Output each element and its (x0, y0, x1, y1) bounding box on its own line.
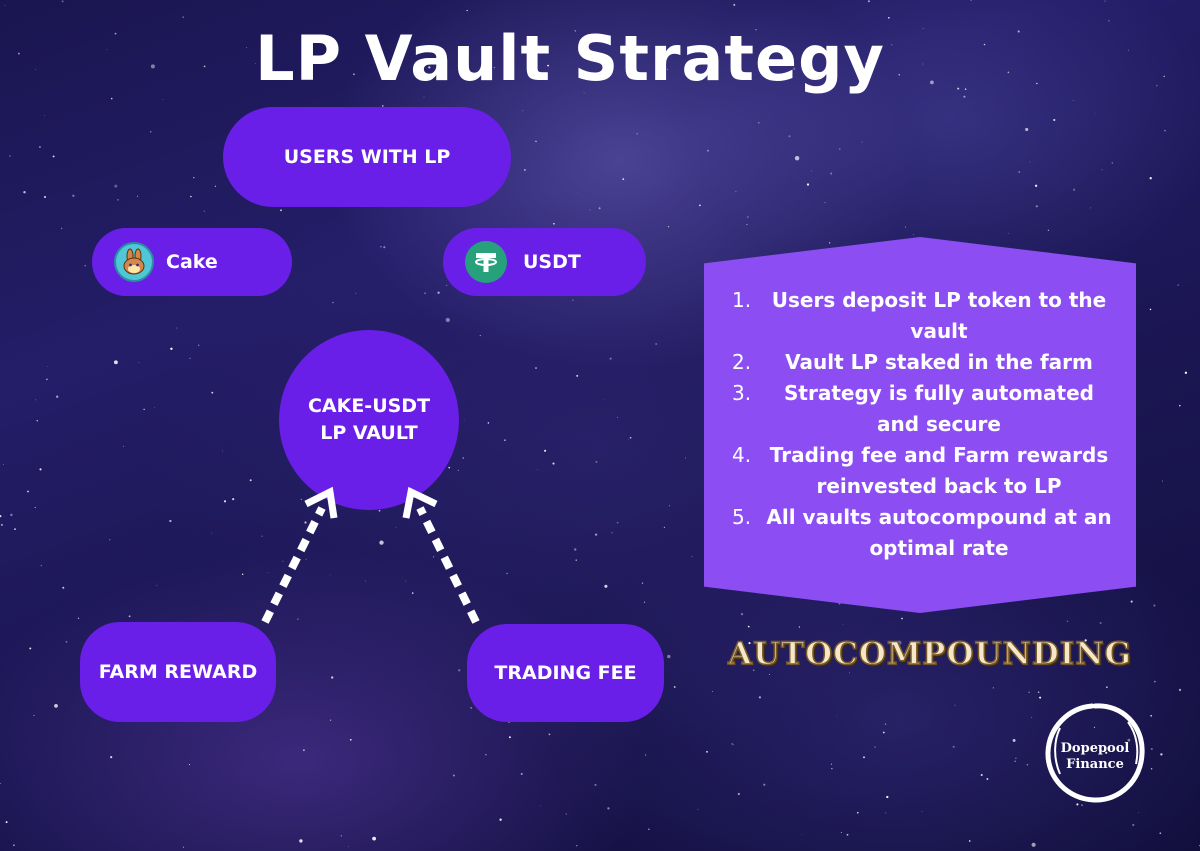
dopepool-logo-text: Dopepool Finance (1060, 741, 1130, 772)
tether-icon (465, 241, 507, 283)
step-item: 2.Vault LP staked in the farm (732, 350, 1093, 374)
steps-panel (704, 237, 1136, 613)
users-with-lp-label: USERS WITH LP (283, 146, 451, 168)
trading-fee-label: TRADING FEE (494, 662, 637, 684)
usdt-token-label: USDT (523, 251, 581, 273)
farm-reward-node: FARM REWARD (80, 622, 276, 722)
pancake-bunny-icon (114, 242, 154, 282)
dopepool-logo-ring-icon (1045, 703, 1145, 803)
vault-label-line1: CAKE-USDT (307, 395, 431, 417)
page-title: LP Vault Strategy (255, 22, 885, 95)
step-item: 4.Trading fee and Farm rewards reinveste… (732, 443, 1109, 498)
users-with-lp-node: USERS WITH LP (223, 107, 511, 207)
cake-token-node: Cake (92, 228, 292, 296)
steps-list: 1.Users deposit LP token to the vault 2.… (732, 285, 1118, 564)
autocompounding-banner: AUTOCOMPOUNDING (727, 635, 1133, 673)
trading-fee-node: TRADING FEE (467, 624, 664, 722)
farm-reward-label: FARM REWARD (98, 661, 258, 683)
step-item: 3.Strategy is fully automated and secure (732, 381, 1094, 436)
usdt-token-node: USDT (443, 228, 646, 296)
step-item: 5.All vaults autocompound at an optimal … (732, 505, 1112, 560)
cake-token-label: Cake (166, 251, 218, 273)
cake-usdt-lp-vault-node: CAKE-USDT LP VAULT (279, 330, 459, 510)
step-item: 1.Users deposit LP token to the vault (732, 288, 1107, 343)
vault-label-line2: LP VAULT (320, 422, 418, 444)
